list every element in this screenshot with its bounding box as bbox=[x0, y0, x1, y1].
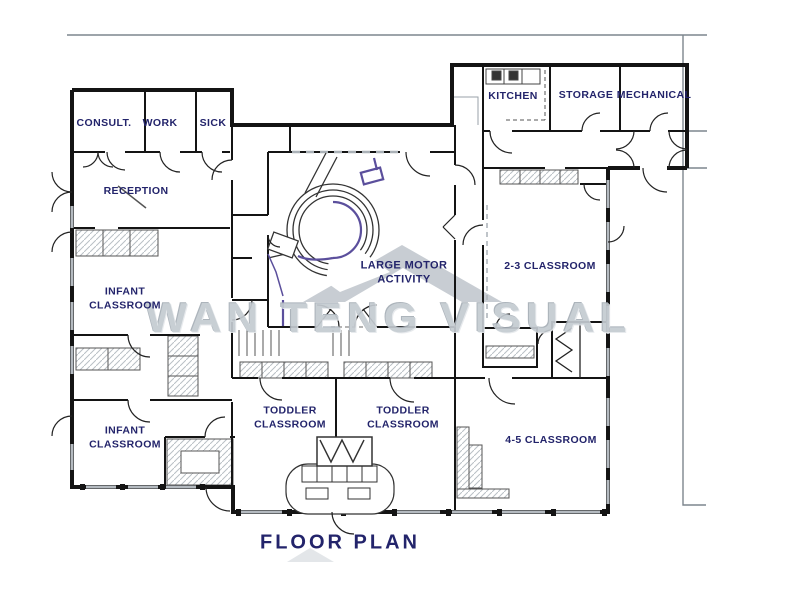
kitchen-counter bbox=[485, 68, 546, 121]
window-segments bbox=[70, 150, 610, 514]
toilet-partitions bbox=[554, 322, 581, 378]
door-swings bbox=[51, 112, 688, 535]
room-label-4-5-classroom: 4-5 CLASSROOM bbox=[505, 434, 597, 447]
room-label-consult: CONSULT. bbox=[76, 117, 132, 130]
casework bbox=[75, 169, 579, 499]
room-label-sick: SICK bbox=[199, 117, 227, 130]
room-label-kitchen: KITCHEN bbox=[488, 90, 538, 103]
room-label-large-motor: LARGE MOTOR ACTIVITY bbox=[360, 259, 448, 286]
room-label-mechanical: MECHANICAL bbox=[616, 89, 692, 102]
reference-lines bbox=[67, 34, 707, 506]
room-label-infant-upper: INFANT CLASSROOM bbox=[89, 285, 161, 311]
room-label-infant-lower: INFANT CLASSROOM bbox=[89, 424, 161, 450]
entry-porch bbox=[285, 436, 395, 515]
room-label-toddler-left: TODDLER CLASSROOM bbox=[254, 404, 326, 430]
room-label-2-3-classroom: 2-3 CLASSROOM bbox=[504, 260, 596, 273]
room-label-storage: STORAGE bbox=[558, 89, 614, 102]
room-label-toddler-right: TODDLER CLASSROOM bbox=[367, 404, 439, 430]
watermark-mountain-icon bbox=[287, 245, 502, 562]
room-label-reception: RECEPTION bbox=[103, 185, 169, 198]
lockers bbox=[117, 185, 350, 356]
play-structure bbox=[266, 152, 390, 326]
interior-walls bbox=[72, 65, 687, 512]
plan-title: FLOOR PLAN bbox=[260, 531, 420, 554]
room-label-work: WORK bbox=[142, 117, 178, 130]
